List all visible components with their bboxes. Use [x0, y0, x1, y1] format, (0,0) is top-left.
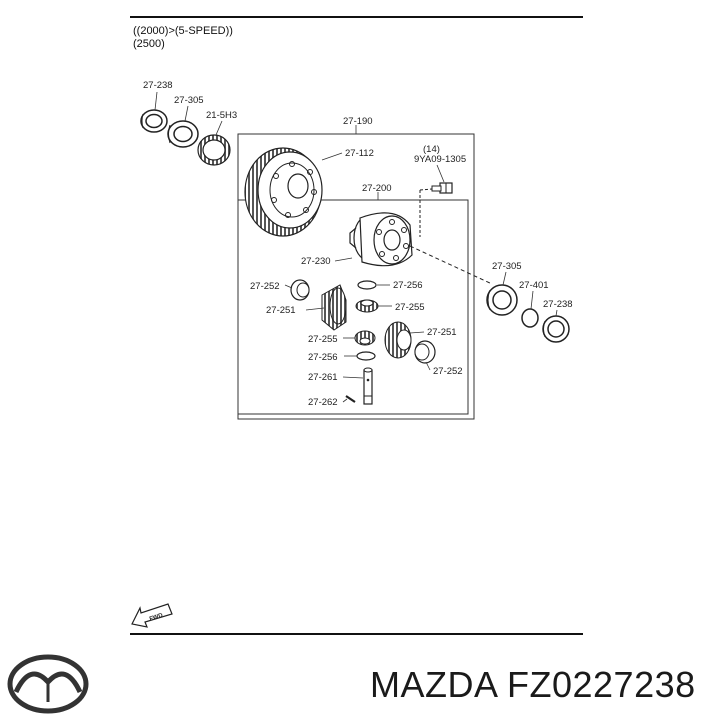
pinion-gear-top: [355, 299, 379, 313]
bearing-seal-left: [140, 109, 168, 133]
bearing-left: [167, 120, 199, 148]
label-27-238-right: 27-238: [543, 299, 573, 310]
label-27-401: 27-401: [519, 280, 549, 291]
label-27-255-top: 27-255: [395, 302, 425, 313]
label-27-256-top: 27-256: [393, 280, 423, 291]
label-27-190: 27-190: [343, 116, 373, 127]
label-27-252-right: 27-252: [433, 366, 463, 377]
leader-lines: [154, 91, 558, 403]
assembly-box-inner: [237, 199, 469, 415]
drive-gear-small: [197, 134, 231, 166]
brand-part-number: MAZDA FZ0227238: [370, 664, 696, 705]
thrust-washer-left: [290, 279, 310, 301]
label-27-251-left: 27-251: [266, 305, 296, 316]
label-27-255-bottom: 27-255: [308, 334, 338, 345]
label-27-252-left: 27-252: [250, 281, 280, 292]
label-27-238-left: 27-238: [143, 80, 173, 91]
mazda-logo-icon: [7, 654, 89, 714]
fwd-label: FWD: [149, 613, 164, 623]
side-gear-left: [321, 284, 347, 331]
label-14: (14): [423, 144, 440, 155]
ring-gear: [244, 147, 323, 237]
adjustment-shim: [521, 308, 539, 328]
label-27-305-left: 27-305: [174, 95, 204, 106]
bearing-right: [486, 284, 518, 316]
label-27-261: 27-261: [308, 372, 338, 383]
differential-case: [349, 212, 493, 285]
thrust-washer-right: [414, 340, 436, 364]
pinion-gear-bottom: [354, 330, 376, 346]
pinion-washer-bottom: [356, 351, 376, 361]
side-gear-right: [384, 321, 412, 359]
label-27-230: 27-230: [301, 256, 331, 267]
header-line-1: ((2000)>(5-SPEED)): [133, 25, 233, 37]
pinion-shaft: [363, 367, 373, 405]
forward-arrow-icon: FWD: [131, 603, 173, 628]
label-27-305-right: 27-305: [492, 261, 522, 272]
label-27-200: 27-200: [362, 183, 392, 194]
header-line-2: (2500): [133, 38, 165, 50]
label-27-251-right: 27-251: [427, 327, 457, 338]
label-27-256-bottom: 27-256: [308, 352, 338, 363]
bearing-seal-right: [542, 315, 570, 343]
label-9ya09-1305: 9YA09-1305: [414, 154, 466, 165]
pinion-washer-top: [357, 280, 377, 290]
lock-pin: [345, 395, 356, 403]
label-21-5h3: 21-5H3: [206, 110, 237, 121]
label-27-262: 27-262: [308, 397, 338, 408]
label-27-112: 27-112: [345, 148, 374, 159]
bolt: [419, 182, 453, 237]
